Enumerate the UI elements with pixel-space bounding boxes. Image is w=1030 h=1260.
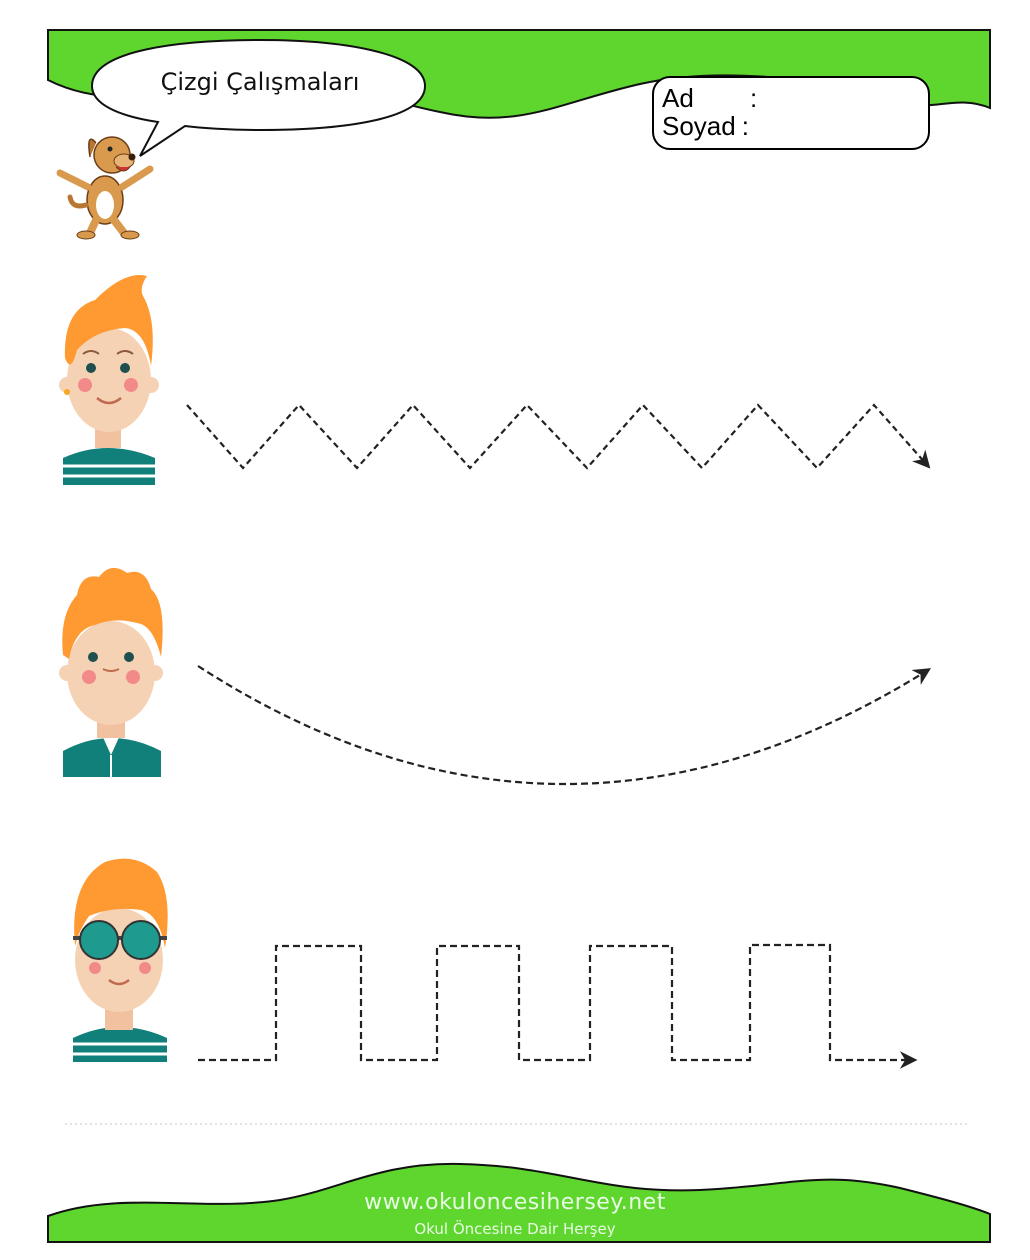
speech-bubble (90, 38, 427, 157)
square-wave-tracing-line (198, 943, 918, 1069)
zigzag-tracing-line (186, 403, 931, 470)
boy-character-1 (59, 275, 159, 485)
curve-tracing-line (197, 665, 931, 786)
name-label: Ad (662, 83, 694, 113)
name-surname-box: Ad : Soyad : (652, 76, 930, 150)
dog-mascot-icon (56, 136, 154, 240)
page-title: Çizgi Çalışmaları (160, 68, 360, 96)
name-separator: : (750, 83, 758, 113)
footer-tagline: Okul Öncesine Dair Herşey (414, 1220, 616, 1238)
footer-url: www.okuloncesihersey.net (364, 1190, 666, 1215)
surname-label: Soyad (662, 111, 736, 141)
footer-banner (47, 1162, 991, 1243)
surname-separator: : (741, 111, 749, 141)
boy-character-3 (73, 858, 168, 1062)
boy-character-2 (59, 567, 163, 777)
